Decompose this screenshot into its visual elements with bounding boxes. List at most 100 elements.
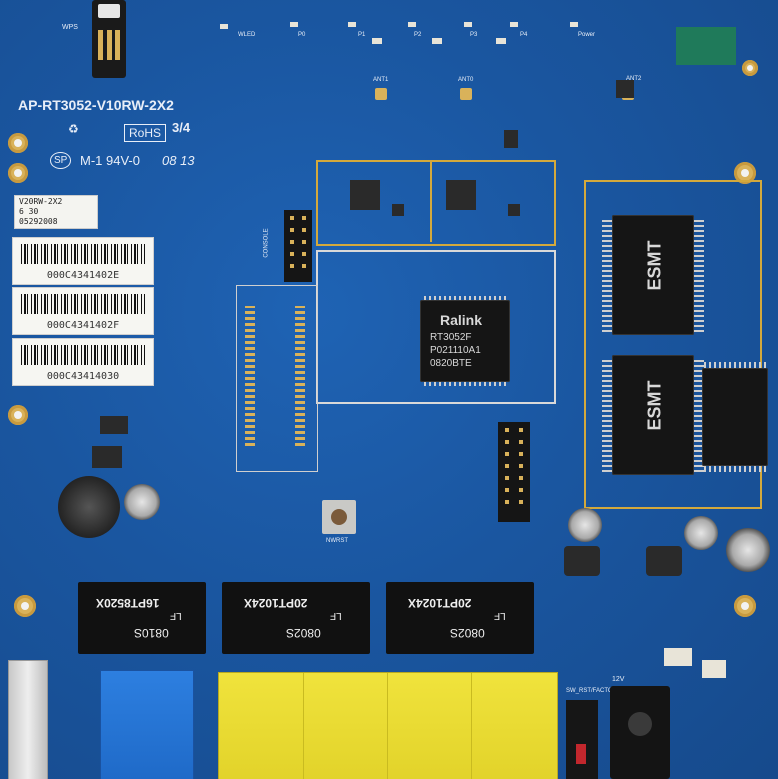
barcode bbox=[21, 294, 145, 314]
mini-pci-slot bbox=[236, 285, 318, 472]
transformer-sub: LF bbox=[494, 610, 506, 621]
soc-line: RT3052F bbox=[430, 332, 472, 343]
ic bbox=[508, 204, 520, 216]
ic bbox=[504, 130, 518, 148]
mac-address-text: 000C4341402F bbox=[46, 320, 120, 331]
power-label: 12V bbox=[612, 676, 625, 683]
led-label: P3 bbox=[470, 32, 478, 38]
antenna-connector bbox=[375, 88, 387, 100]
led-label: WLED bbox=[238, 32, 256, 38]
barcode bbox=[21, 244, 145, 264]
chip-pins bbox=[694, 218, 704, 332]
wan-port[interactable] bbox=[100, 670, 194, 779]
ic bbox=[446, 180, 476, 210]
transformer-code: 0802S bbox=[286, 626, 321, 640]
soc-line: P021110A1 bbox=[430, 345, 481, 356]
antenna-label: ANT0 bbox=[458, 77, 474, 83]
passive-component bbox=[496, 38, 506, 44]
revision-mark: 3/4 bbox=[172, 120, 191, 135]
fire-rating-label: M-1 94V-0 bbox=[80, 153, 140, 168]
mounting-hole bbox=[8, 405, 28, 425]
chip-pins bbox=[424, 382, 506, 386]
jtag-header bbox=[498, 422, 530, 522]
model-label: AP-RT3052-V10RW-2X2 bbox=[18, 97, 174, 113]
ethernet-transformer: 20PT1024X LF 0802S bbox=[222, 582, 370, 654]
passive-component bbox=[432, 38, 442, 44]
mac-barcode-label: 000C4341402E bbox=[12, 237, 154, 285]
ic bbox=[350, 180, 380, 210]
mac-barcode-label: 000C4341402F bbox=[12, 287, 154, 335]
ethernet-transformer: 16PT8520X LF 0810S bbox=[78, 582, 206, 654]
ethernet-transformer: 20PT1024X LF 0802S bbox=[386, 582, 534, 654]
info-line: V20RW-2X2 bbox=[19, 197, 63, 206]
rohs-mark: RoHS bbox=[124, 124, 167, 142]
inductor bbox=[646, 546, 682, 576]
soc-line: 0820BTE bbox=[430, 358, 472, 369]
electrolytic-capacitor bbox=[58, 476, 120, 538]
antenna-label: ANT2 bbox=[626, 76, 642, 82]
ram-brand: ESMT bbox=[644, 380, 665, 431]
voltage-regulator bbox=[100, 416, 128, 434]
mac-address-text: 000C4341402E bbox=[46, 270, 120, 281]
wps-label: WPS bbox=[62, 24, 78, 31]
ic bbox=[616, 80, 634, 98]
electrolytic-capacitor bbox=[726, 528, 770, 572]
ralink-soc-chip: Ralink RT3052F P021110A1 0820BTE bbox=[420, 300, 510, 382]
transformer-code: 0810S bbox=[134, 626, 169, 640]
ethernet-switch-chip bbox=[702, 368, 768, 466]
electrolytic-capacitor bbox=[568, 508, 602, 542]
ram-brand: ESMT bbox=[644, 240, 665, 291]
transformer-sub: LF bbox=[170, 610, 182, 621]
mounting-hole bbox=[742, 60, 758, 76]
factory-reset-switch[interactable] bbox=[566, 700, 598, 779]
led-label: P2 bbox=[414, 32, 422, 38]
factory-reset-label: SW_RST/FACTORY bbox=[566, 688, 621, 694]
transformer-sub: LF bbox=[330, 610, 342, 621]
antenna-patch bbox=[676, 27, 736, 65]
led-label: P1 bbox=[358, 32, 366, 38]
chip-pins bbox=[704, 362, 766, 368]
mounting-hole bbox=[734, 595, 756, 617]
chip-pins bbox=[602, 358, 612, 472]
mounting-hole bbox=[14, 595, 36, 617]
mac-barcode-label: 000C43414030 bbox=[12, 338, 154, 386]
chip-pins bbox=[424, 296, 506, 300]
electrolytic-capacitor bbox=[124, 484, 160, 520]
info-line: 6 30 bbox=[19, 207, 39, 216]
rf-shield-divider bbox=[430, 160, 432, 242]
reset-button[interactable] bbox=[322, 500, 356, 534]
usb-port[interactable] bbox=[8, 660, 48, 779]
chip-pins bbox=[602, 218, 612, 332]
voltage-regulator bbox=[92, 446, 122, 468]
passive-component bbox=[372, 38, 382, 44]
transformer-part: 16PT8520X bbox=[96, 596, 160, 610]
transformer-part: 20PT1024X bbox=[408, 596, 472, 610]
led-label: P0 bbox=[298, 32, 306, 38]
electrolytic-capacitor bbox=[684, 516, 718, 550]
transformer-code: 0802S bbox=[450, 626, 485, 640]
barcode bbox=[21, 345, 145, 365]
lan-port-block[interactable] bbox=[218, 672, 558, 779]
date-code-label: 08 13 bbox=[162, 153, 195, 168]
wps-button[interactable] bbox=[92, 0, 126, 78]
led-label: P4 bbox=[520, 32, 528, 38]
mounting-hole bbox=[734, 162, 756, 184]
diode bbox=[702, 660, 726, 678]
ram-chip: ESMT bbox=[612, 215, 694, 335]
ul-mark: SP bbox=[50, 152, 72, 169]
reset-label: NWRST bbox=[326, 538, 348, 544]
transformer-part: 20PT1024X bbox=[244, 596, 308, 610]
chip-pins bbox=[694, 358, 704, 472]
ic bbox=[392, 204, 404, 216]
console-label: CONSOLE bbox=[263, 228, 270, 258]
mac-address-text: 000C43414030 bbox=[46, 371, 120, 382]
console-header bbox=[284, 210, 312, 282]
power-jack[interactable] bbox=[610, 686, 670, 779]
led-row: WLED P0 P1 P2 P3 P4 Power bbox=[180, 14, 620, 48]
fuse bbox=[664, 648, 692, 666]
rf-shield-outline bbox=[316, 160, 556, 246]
chip-pins bbox=[704, 466, 766, 472]
info-line: 05292008 bbox=[19, 217, 58, 226]
antenna-label: ANT1 bbox=[373, 77, 389, 83]
led-label: Power bbox=[578, 32, 596, 38]
